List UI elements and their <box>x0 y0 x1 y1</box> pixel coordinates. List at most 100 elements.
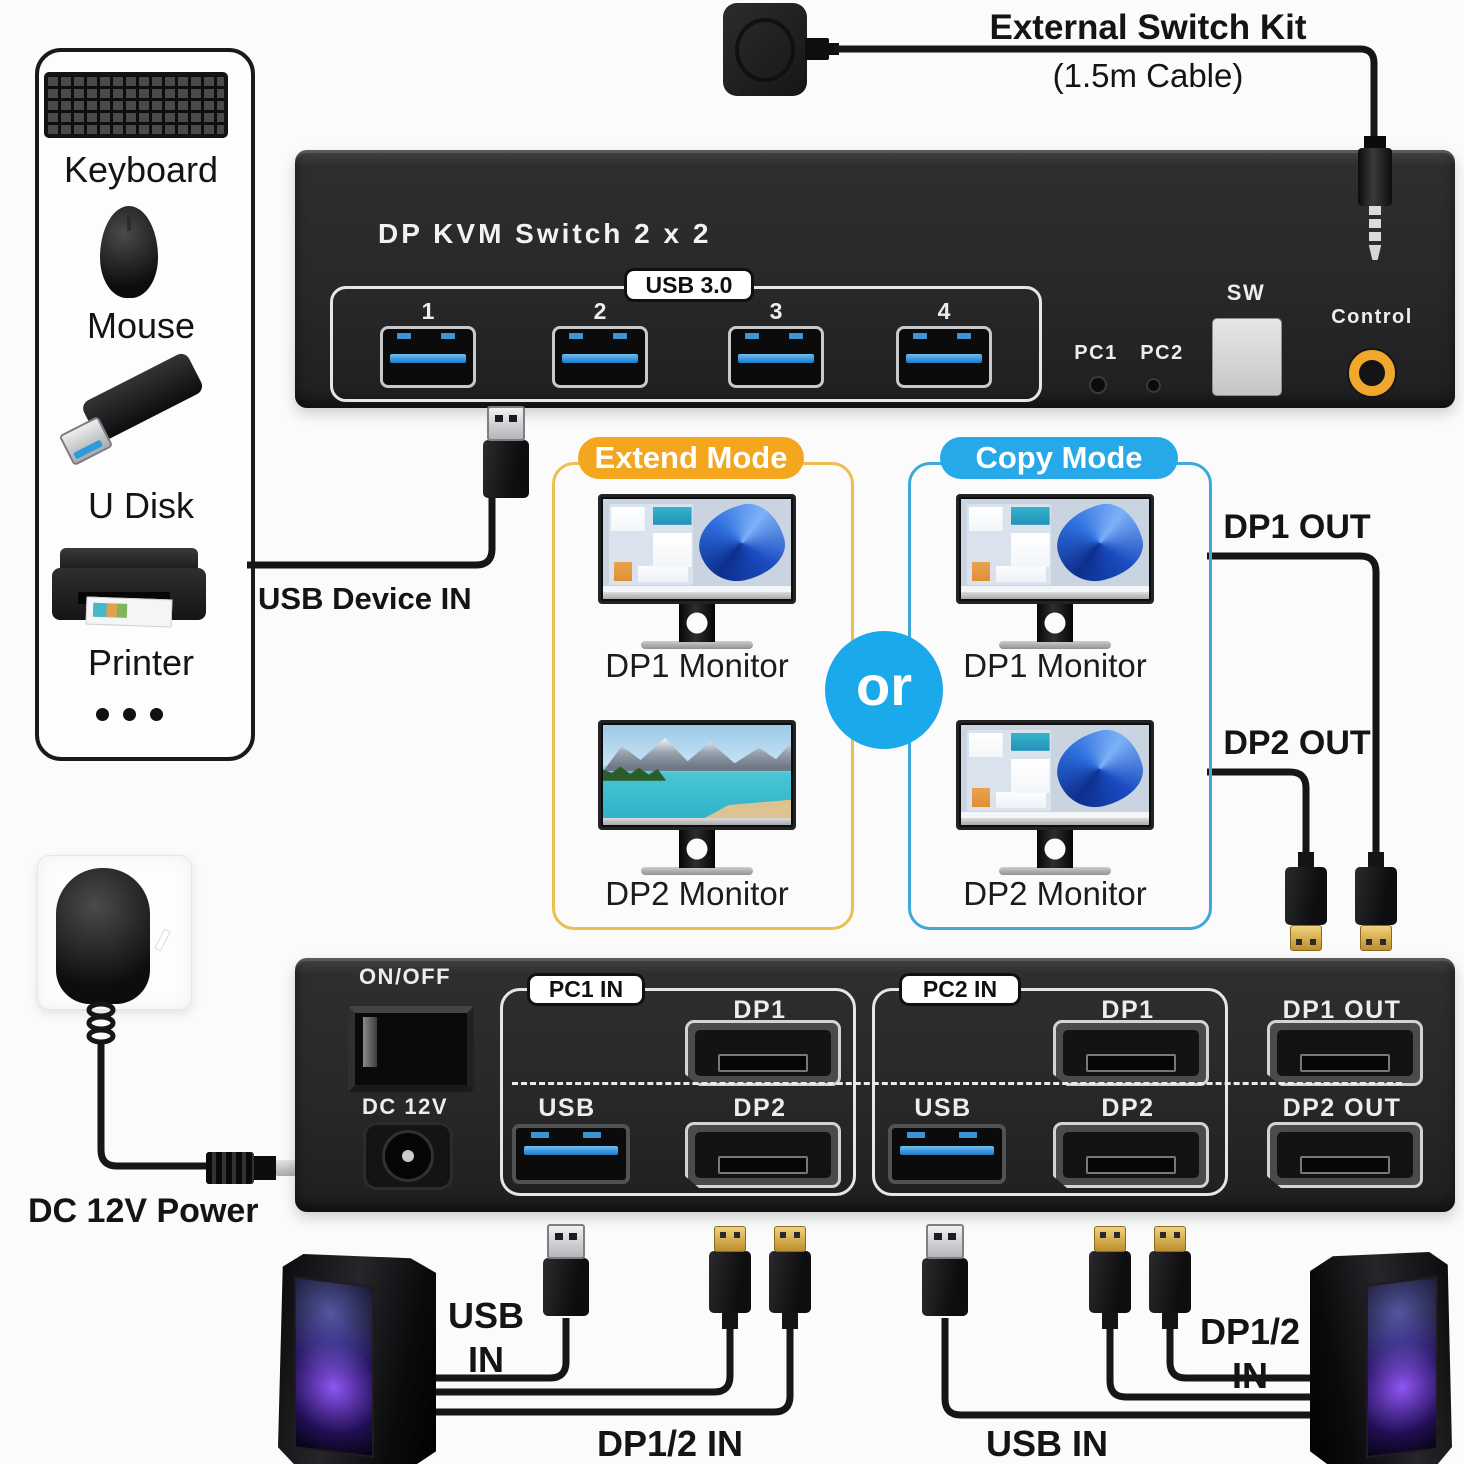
dc12v-label: DC 12V <box>361 1094 449 1119</box>
copy-dp1-label: DP1 Monitor <box>963 647 1147 684</box>
pc2-usb-cable <box>941 1318 1326 1419</box>
printer-icon <box>52 548 206 634</box>
pc2-in-badge: PC2 IN <box>902 976 1018 1003</box>
pc2-led <box>1148 380 1159 391</box>
dp-in-left-label: DP1/2 IN <box>596 1423 744 1464</box>
power-cable <box>97 1040 206 1170</box>
pc1-dp1-plug <box>709 1226 751 1329</box>
usb-port-3-number: 3 <box>769 298 783 324</box>
pc1-in-badge: PC1 IN <box>530 976 642 1003</box>
pc1-usb-label: USB <box>538 1094 596 1122</box>
pc2-dp1-port <box>1053 1020 1209 1086</box>
kvm-front-panel: DP KVM Switch 2 x 2 USB 3.0 1 2 3 4 PC1 … <box>295 150 1455 408</box>
power-adapter-icon <box>56 868 150 1004</box>
pc1-usb-port <box>512 1124 630 1184</box>
switch-kit-cable-label: (1.5m Cable) <box>1052 57 1244 94</box>
dp1-out-port <box>1267 1020 1423 1086</box>
dp1-out-label: DP1 OUT <box>1223 508 1371 546</box>
dp1-out-plug <box>1355 852 1397 951</box>
pc2-dp2-label: DP2 <box>1101 1094 1155 1122</box>
pc1-usb-plug <box>543 1224 589 1316</box>
pc1-dp1-label: DP1 <box>733 996 787 1024</box>
pc2-dp2-plug <box>1149 1226 1191 1329</box>
dc-power-label: DC 12V Power <box>28 1192 259 1230</box>
usb-port-icon <box>896 326 992 388</box>
dp2-out-cable <box>1207 768 1310 856</box>
dc-power-jack <box>363 1122 453 1190</box>
pc2-usb-port <box>888 1124 1006 1184</box>
onoff-label: ON/OFF <box>358 964 452 989</box>
usb-device-in-cable <box>247 488 496 569</box>
usb-in-left-line1: USB <box>447 1295 524 1336</box>
pc1-dp2-cable <box>424 1318 794 1416</box>
front-panel-title: DP KVM Switch 2 x 2 <box>378 218 712 249</box>
dc-barrel-connector <box>206 1152 296 1184</box>
pc1-dp2-label: DP2 <box>733 1094 787 1122</box>
dp2-out-label: DP2 OUT <box>1223 724 1371 762</box>
dp1-out-port-label: DP1 OUT <box>1282 996 1402 1024</box>
pc2-dp1-label: DP1 <box>1101 996 1155 1024</box>
dp2-out-port <box>1267 1122 1423 1188</box>
usb-port-2-number: 2 <box>593 298 607 324</box>
pc2-in-group <box>872 988 1228 1196</box>
usb3-badge: USB 3.0 <box>627 271 751 299</box>
pc1-dp2-plug <box>769 1226 811 1329</box>
usb-in-right-label: USB IN <box>985 1423 1108 1464</box>
usb-port-4: 4 <box>896 298 992 388</box>
mouse-label: Mouse <box>86 305 196 346</box>
extend-dp1-monitor <box>598 494 796 649</box>
usb-port-1: 1 <box>380 298 476 388</box>
pc2-dp1-cable <box>1106 1318 1334 1401</box>
ellipsis-icon <box>96 708 216 724</box>
usb-port-icon <box>552 326 648 388</box>
keyboard-label: Keyboard <box>63 149 219 190</box>
pc2-tower-icon <box>1310 1252 1452 1464</box>
kvm-back-panel: ON/OFF DC 12V PC1 IN PC2 IN DP1 USB DP2 … <box>295 958 1455 1212</box>
copy-mode-badge: Copy Mode <box>940 437 1178 479</box>
pc2-dp2-port <box>1053 1122 1209 1188</box>
pc1-led <box>1091 378 1105 392</box>
pc1-tower-icon <box>278 1254 436 1464</box>
extend-mode-badge: Extend Mode <box>578 437 804 479</box>
extend-dp2-monitor <box>598 720 796 875</box>
extend-dp1-label: DP1 Monitor <box>605 647 789 684</box>
switch-kit-cable <box>834 45 1378 140</box>
control-jack <box>1349 350 1395 396</box>
copy-dp1-monitor <box>956 494 1154 649</box>
usb-port-icon <box>380 326 476 388</box>
pc2-dp1-plug <box>1089 1226 1131 1329</box>
external-switch-remote <box>723 3 807 96</box>
extend-dp2-label: DP2 Monitor <box>605 875 789 912</box>
usb-in-left-line2: IN <box>468 1339 504 1380</box>
usb-port-1-number: 1 <box>421 298 435 324</box>
switch-kit-title: External Switch Kit <box>989 8 1307 47</box>
dp2-out-port-label: DP2 OUT <box>1282 1094 1402 1122</box>
pc2-usb-label: USB <box>914 1094 972 1122</box>
dp-in-right-line1: DP1/2 <box>1199 1311 1301 1352</box>
mouse-icon <box>100 206 158 298</box>
usb-port-2: 2 <box>552 298 648 388</box>
pc1-led-label: PC1 <box>1074 342 1118 364</box>
usb-device-in-plug <box>483 406 529 498</box>
pc2-led-label: PC2 <box>1140 342 1184 364</box>
pc2-usb-plug <box>922 1224 968 1316</box>
dp2-out-plug <box>1285 852 1327 951</box>
sw-button <box>1212 318 1282 396</box>
panel-divider-dashed-line <box>512 1082 1402 1085</box>
usb-port-3: 3 <box>728 298 824 388</box>
pc2-dp2-cable <box>1166 1318 1330 1382</box>
sw-label: SW <box>1226 280 1266 305</box>
usb-device-in-label: USB Device IN <box>258 581 472 616</box>
copy-dp2-label: DP2 Monitor <box>963 875 1147 912</box>
usb-port-icon <box>728 326 824 388</box>
keyboard-icon <box>44 72 228 138</box>
pc1-in-group <box>500 988 856 1196</box>
pc1-dp2-port <box>685 1122 841 1188</box>
control-label: Control <box>1331 306 1413 328</box>
or-circle: or <box>825 631 943 749</box>
pc1-dp1-cable <box>420 1318 734 1396</box>
copy-dp2-monitor <box>956 720 1154 875</box>
udisk-label: U Disk <box>88 485 194 526</box>
